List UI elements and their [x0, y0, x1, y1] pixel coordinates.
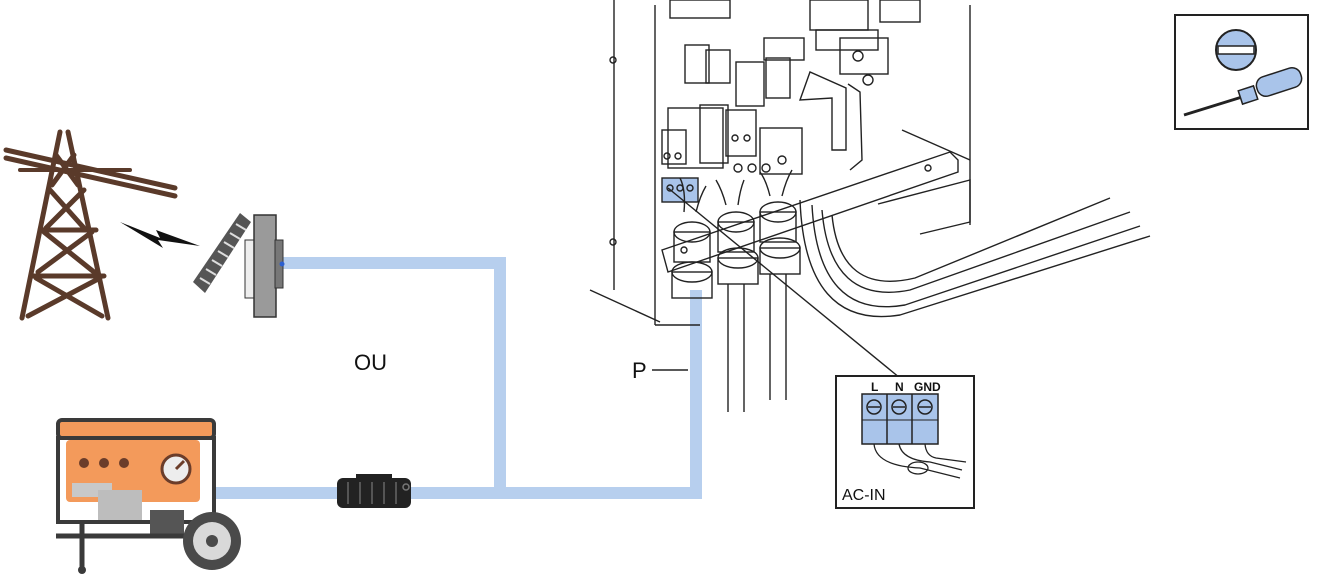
or-label: OU [354, 350, 387, 375]
ac-in-terminal-detail: L N GND AC-IN [835, 375, 975, 509]
terminal-title: AC-IN [842, 487, 886, 504]
generator-icon [56, 418, 241, 574]
power-tower-icon [3, 129, 178, 321]
terminal-label-n: N [895, 380, 904, 394]
cable-connector-icon [337, 474, 411, 508]
flat-screw-icon [1215, 29, 1257, 71]
cable-label: P [632, 358, 647, 383]
grid-cable [282, 257, 506, 493]
inverter-wiring-box [589, 0, 1151, 412]
lightning-icon [120, 222, 200, 248]
screwdriver-inset [1174, 14, 1309, 130]
cable-routes [212, 257, 702, 499]
terminal-label-gnd: GND [914, 380, 941, 394]
screwdriver-icon [1183, 66, 1303, 117]
electric-meter-icon [193, 213, 285, 318]
main-cable [410, 290, 702, 499]
terminal-label-l: L [871, 380, 878, 394]
